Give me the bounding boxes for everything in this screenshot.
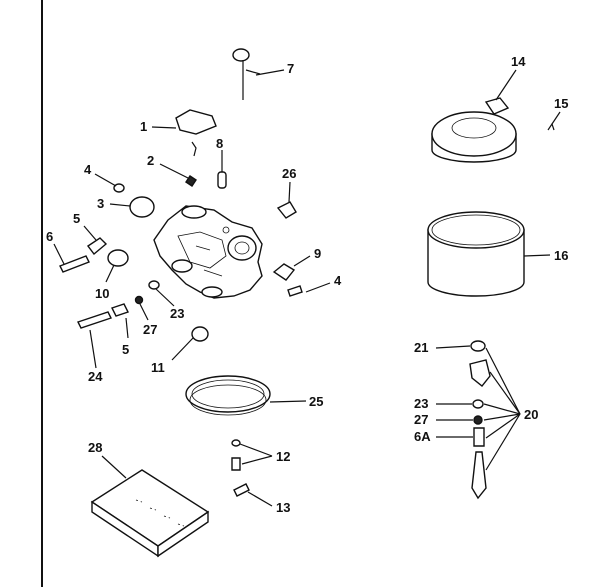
part-7-shaft [232, 48, 285, 100]
label-part-13: 13 [276, 500, 291, 515]
carburetor-body [153, 205, 263, 299]
label-part-20: 20 [524, 407, 539, 422]
part-2-washer [159, 163, 197, 187]
label-part-23-right: 23 [414, 396, 429, 411]
part-5-spring-upper [83, 225, 108, 256]
part-20-jet-assembly [435, 340, 521, 500]
part-23-hook-left [148, 280, 175, 307]
label-part-9: 9 [314, 246, 322, 261]
part-27-oring-left [134, 295, 149, 321]
part-4-pin-left [94, 173, 125, 193]
label-part-8: 8 [216, 136, 224, 151]
label-part-25: 25 [309, 394, 324, 409]
part-24-needle [77, 303, 129, 369]
part-4-pin-right [287, 282, 331, 297]
label-part-26: 26 [282, 166, 297, 181]
label-part-14: 14 [511, 54, 526, 69]
part-25-gasket [185, 375, 307, 416]
part-12-fittings [231, 439, 273, 471]
label-part-21: 21 [414, 340, 429, 355]
label-part-27-left: 27 [143, 322, 158, 337]
part-14-bowl-top [431, 69, 517, 163]
label-part-12: 12 [276, 449, 291, 464]
label-part-27-right: 27 [414, 412, 429, 427]
label-part-4-left: 4 [84, 162, 92, 177]
label-part-6: 6 [46, 229, 54, 244]
part-1-plate [151, 109, 217, 135]
part-8-spring [217, 150, 227, 189]
label-part-3: 3 [97, 196, 105, 211]
part-13-screw [233, 483, 273, 507]
part-10-cap [105, 249, 129, 283]
label-part-5-upper: 5 [73, 211, 81, 226]
label-part-5-lower: 5 [122, 342, 130, 357]
label-part-15: 15 [554, 96, 569, 111]
part-26-fitting [276, 181, 297, 219]
label-part-6a: 6A [414, 429, 431, 444]
part-15-clip [547, 111, 561, 131]
label-part-11: 11 [151, 360, 165, 375]
label-part-4-right: 4 [334, 273, 342, 288]
part-28-envelope [90, 455, 210, 558]
label-part-23-left: 23 [170, 306, 185, 321]
label-part-28: 28 [88, 440, 103, 455]
label-part-10: 10 [95, 286, 110, 301]
label-part-2: 2 [147, 153, 155, 168]
part-clip [191, 141, 197, 157]
part-3-disc [109, 196, 155, 218]
label-part-16: 16 [554, 248, 569, 263]
part-16-float-bowl [427, 211, 551, 297]
label-part-1: 1 [140, 119, 148, 134]
label-part-7: 7 [287, 61, 295, 76]
part-9-link [272, 255, 311, 281]
label-part-24: 24 [88, 369, 103, 384]
part-6-screw [53, 243, 90, 273]
part-11-needle [171, 326, 209, 361]
